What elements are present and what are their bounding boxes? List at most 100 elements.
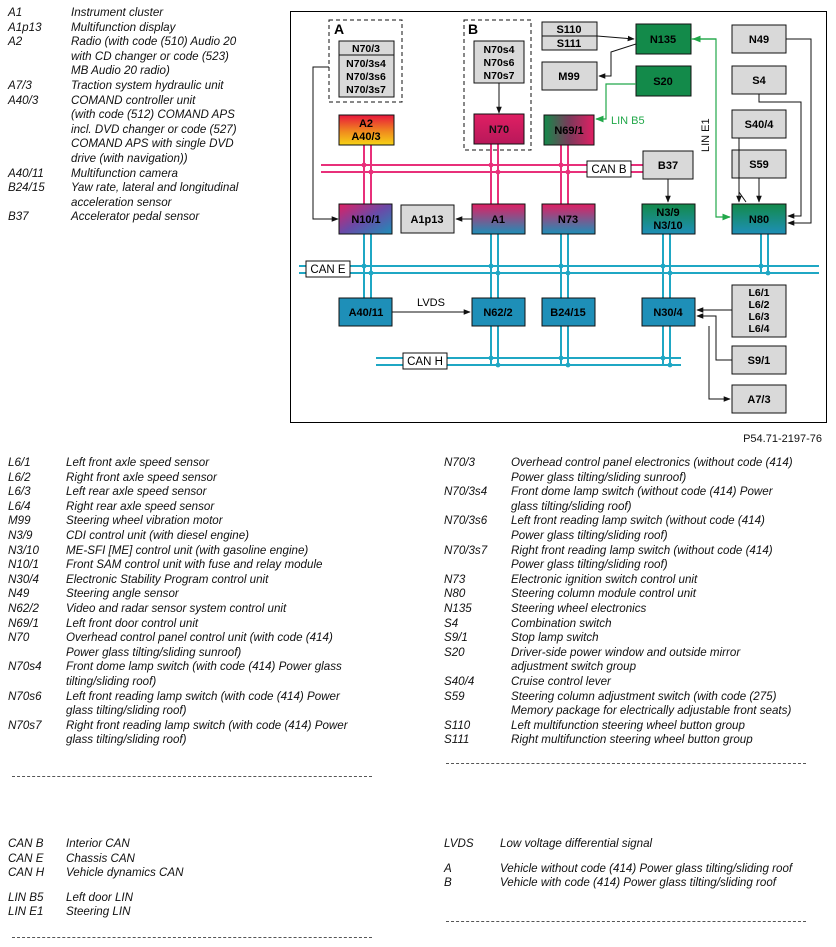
can-b-label: CAN B <box>586 160 632 178</box>
signal-wires <box>312 35 812 402</box>
legend-code: M99 <box>8 514 31 528</box>
svg-text:N30/4: N30/4 <box>653 307 683 319</box>
legend-code: LIN B5 <box>8 890 44 904</box>
m99-unit: M99 <box>541 61 598 91</box>
divider-left <box>12 776 372 777</box>
svg-text:A1: A1 <box>491 214 505 226</box>
s110-s111-unit: S110 S111 <box>541 21 598 51</box>
legend-code: L6/1 <box>8 456 31 469</box>
legend-description: Vehicle without code (414) Power glass t… <box>500 861 793 875</box>
svg-text:S40/4: S40/4 <box>745 119 775 131</box>
n73-unit: N73 <box>541 203 596 235</box>
legend-code: A40/11 <box>8 166 44 180</box>
legend-code: S59 <box>444 689 465 703</box>
legend-description: Electronic ignition switch control unit <box>511 572 698 586</box>
legend-description: Instrument cluster <box>71 6 164 19</box>
a2-a40-3-unit: A2 A40/3 <box>338 114 395 146</box>
group-b-label: B <box>468 21 478 37</box>
svg-text:S20: S20 <box>653 76 673 88</box>
legend-description: Stop lamp switch <box>511 631 599 645</box>
legend-description: Traction system hydraulic unit <box>71 78 224 92</box>
legend-description: Vehicle with code (414) Power glass tilt… <box>500 876 777 890</box>
legend-description: Front dome lamp switch (without code (41… <box>511 485 773 513</box>
legend-code: N70/3s6 <box>444 514 488 528</box>
legend-description: Right front reading lamp switch (without… <box>511 543 773 572</box>
group-a-label: A <box>334 21 344 37</box>
lin-e1-label: LIN E1 <box>700 118 712 152</box>
legend-description: Multifunction display <box>71 20 176 34</box>
svg-text:B37: B37 <box>658 160 678 172</box>
legend-code: S9/1 <box>444 631 468 645</box>
lvds-label: LVDS <box>417 297 445 309</box>
lin-b5-label: LIN B5 <box>611 115 645 127</box>
svg-text:N3/10: N3/10 <box>653 220 682 232</box>
legend-description: CDI control unit (with diesel engine) <box>66 528 250 542</box>
legend-description: Right rear axle speed sensor <box>66 499 215 513</box>
legend-code: N135 <box>444 601 472 615</box>
svg-text:S9/1: S9/1 <box>748 355 771 367</box>
a1-unit: A1 <box>471 203 526 235</box>
legend-code: N73 <box>444 572 466 586</box>
legend-description: Left front reading lamp switch (with cod… <box>66 689 340 718</box>
svg-text:A2: A2 <box>359 118 373 130</box>
legend-description: Video and radar sensor system control un… <box>66 601 287 615</box>
legend-row: A1p13 Multifunction display <box>8 21 283 36</box>
legend-code: N70/3s4 <box>444 485 488 499</box>
legend-description: Combination switch <box>511 616 612 630</box>
svg-text:L6/1: L6/1 <box>748 287 769 299</box>
legend-description: ME-SFI [ME] control unit (with gasoline … <box>66 543 309 557</box>
legend-code: CAN B <box>8 837 44 850</box>
n135-unit: N135 <box>635 23 692 55</box>
svg-text:S111: S111 <box>557 38 581 50</box>
svg-text:S110: S110 <box>556 24 581 36</box>
n70s4-label: N70s4 <box>484 44 515 56</box>
svg-text:CAN E: CAN E <box>310 264 345 276</box>
can-h-label: CAN H <box>402 352 448 370</box>
n70s7-label: N70s7 <box>484 70 515 82</box>
legend-description: Right front reading lamp switch (with co… <box>66 718 348 747</box>
s59-unit: S59 <box>731 149 787 179</box>
svg-text:N69/1: N69/1 <box>554 125 583 137</box>
divider-right <box>446 763 806 764</box>
svg-text:N70: N70 <box>489 124 509 136</box>
legend-description: COMAND controller unit (with code (512) … <box>71 93 237 165</box>
svg-text:A1p13: A1p13 <box>410 214 443 226</box>
legend-code: LVDS <box>444 837 474 850</box>
legend-code: A7/3 <box>8 78 32 92</box>
legend-code: A <box>444 861 452 875</box>
legend-code: L6/3 <box>8 485 31 499</box>
svg-text:A7/3: A7/3 <box>747 394 770 406</box>
legend-code: A1p13 <box>8 20 42 34</box>
n3-9-n3-10-unit: N3/9 N3/10 <box>641 203 696 235</box>
legend-code: N70s6 <box>8 689 42 703</box>
svg-text:M99: M99 <box>558 71 579 83</box>
legend-row: A Vehicle without code (414) Power glass … <box>444 862 824 877</box>
n80-unit: N80 <box>731 203 787 235</box>
divider-bottom-left <box>12 937 372 938</box>
bus-junctions <box>361 162 771 368</box>
legend-code: N10/1 <box>8 558 39 572</box>
n70s6-label: N70s6 <box>484 57 515 69</box>
